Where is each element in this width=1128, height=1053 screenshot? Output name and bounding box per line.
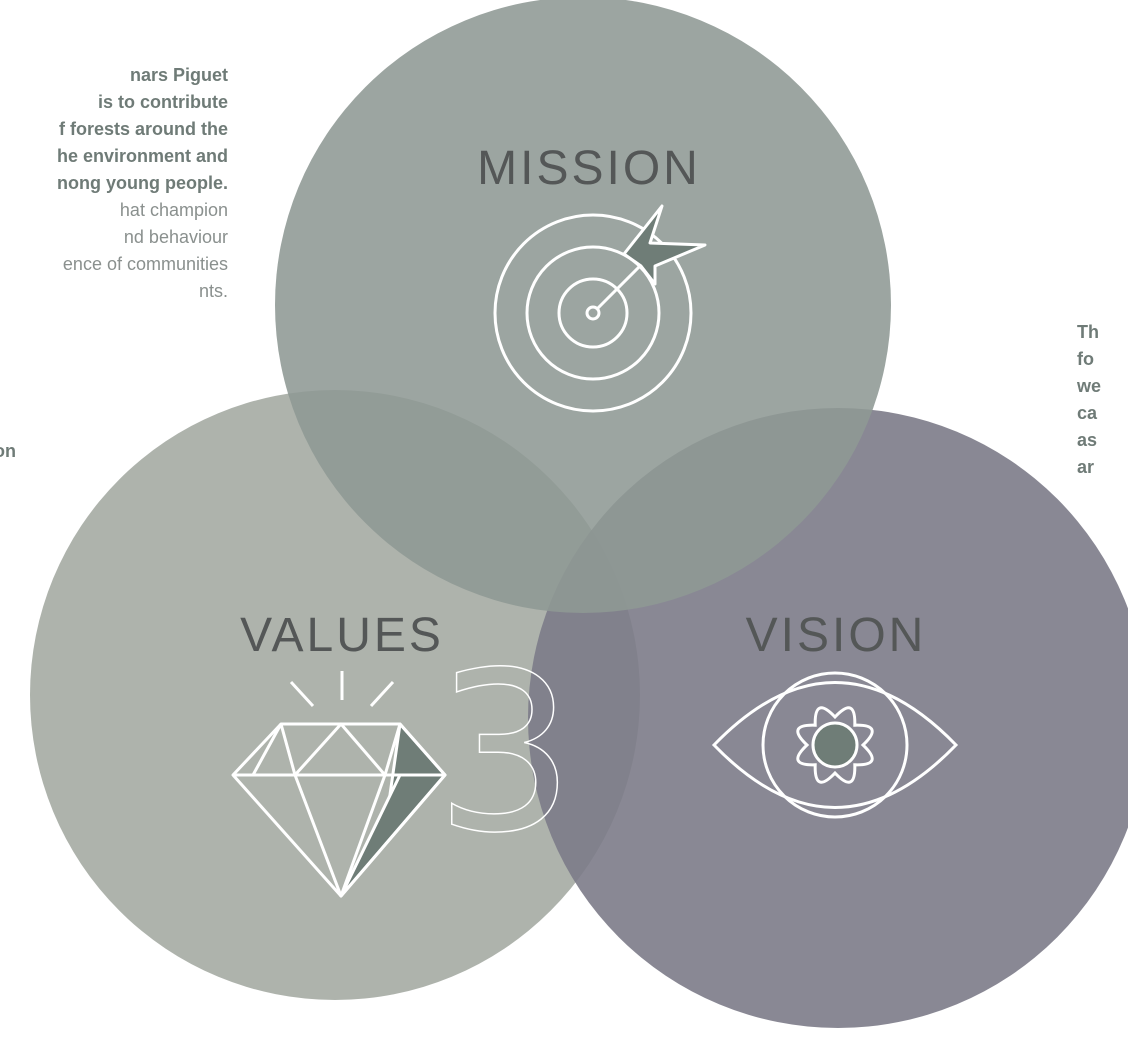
vision-bold-line: ar — [1077, 457, 1095, 477]
mission-body-line: nd behaviour — [123, 227, 228, 247]
mission-body-line: ence of communities — [62, 254, 228, 274]
values-description: on — [0, 438, 16, 465]
vision-label: VISION — [746, 609, 927, 662]
diamond-icon — [231, 671, 447, 898]
target-arrow-icon — [493, 204, 707, 413]
eye-flower-icon — [711, 671, 959, 819]
vision-bold-line: as — [1077, 430, 1098, 450]
values-bold-line: on — [0, 441, 16, 461]
mission-body-line: nts. — [198, 281, 228, 301]
mission-circle — [275, 0, 891, 613]
values-number: 3 — [435, 625, 575, 881]
mission-bold-line: is to contribute — [98, 92, 228, 112]
vision-description: Th fo we ca as ar — [1077, 319, 1101, 481]
vision-bold-line: Th — [1077, 322, 1099, 342]
vision-bold-line: ca — [1077, 403, 1098, 423]
vision-bold-line: fo — [1077, 349, 1094, 369]
mission-label: MISSION — [477, 142, 701, 195]
mission-bold-line: he environment and — [56, 146, 228, 166]
values-label: VALUES — [240, 609, 444, 662]
mission-bold-line: f forests around the — [58, 119, 228, 139]
mission-bold-line: nars Piguet — [129, 65, 228, 85]
mission-bold-line: nong young people. — [57, 173, 228, 193]
mission-description: nars Piguet is to contribute f forests a… — [57, 62, 228, 305]
mission-body-line: hat champion — [119, 200, 228, 220]
vision-bold-line: we — [1077, 376, 1102, 396]
